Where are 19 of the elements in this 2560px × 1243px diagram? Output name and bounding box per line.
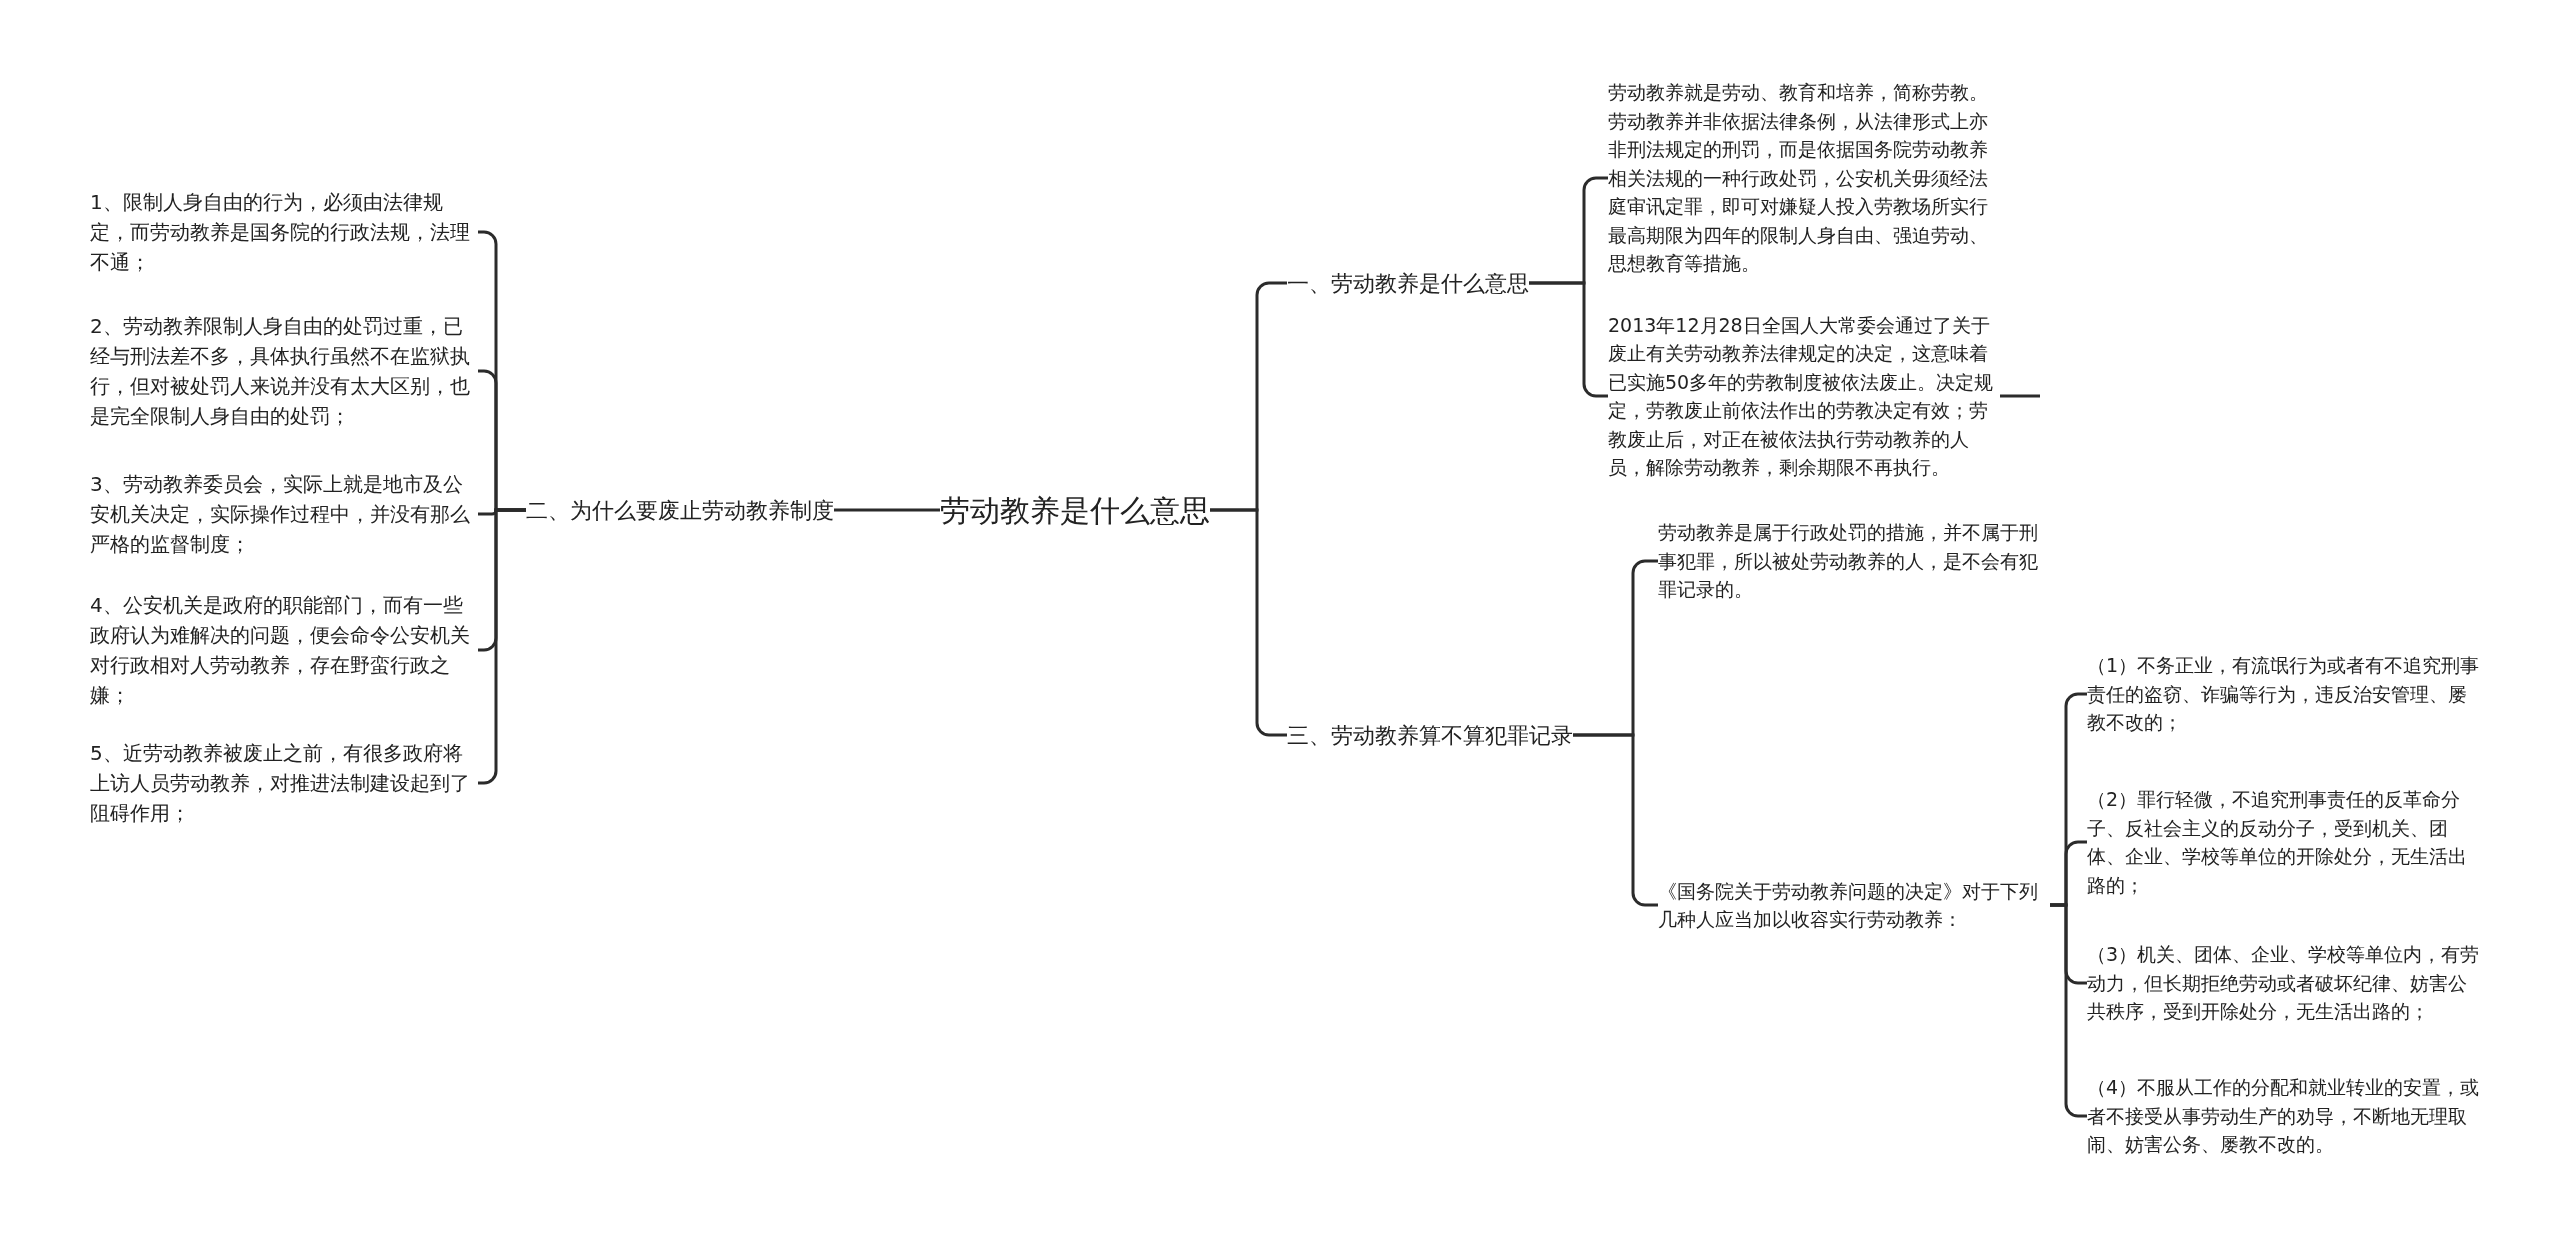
topic-text: 4、公安机关是政府的职能部门，而有一些政府认为难解决的问题，便会命令公安机关对行政相对人劳动教养，存在野蛮行政之嫌； [90, 590, 478, 710]
connector-line [834, 508, 940, 512]
topic-text: 劳动教养是属于行政处罚的措施，并不属于刑事犯罪，所以被处劳动教养的人，是不会有犯罪记录的。 [1658, 518, 2050, 604]
branch-topic: 二、为什么要废止劳动教养制度 [526, 493, 834, 527]
topic-text: （4）不服从工作的分配和就业转业的安置，或者不接受从事劳动生产的劝导，不断地无理取闹、妨害公务、屡教不改的。 [2087, 1073, 2483, 1159]
branch-topic: 一、劳动教养是什么意思 [1287, 266, 1529, 300]
topic-text: 劳动教养就是劳动、教育和培养，简称劳教。劳动教养并非依据法律条例，从法律形式上亦非刑法规定的刑罚，而是依据国务院劳动教养相关法规的一种行政处罚，公安机关毋须经法庭审讯定罪，即可对嫌疑人投入劳教场所实行最高期限为四年的限制人身自由、强迫劳动、思想教育等措施。 [1608, 78, 2000, 278]
topic-text: 2、劳动教养限制人身自由的处罚过重，已经与刑法差不多，具体执行虽然不在监狱执行，但对被处罚人来说并没有太大区别，也是完全限制人身自由的处罚； [90, 311, 478, 431]
topic-text: 《国务院关于劳动教养问题的决定》对于下列几种人应当加以收容实行劳动教养： [1658, 876, 2050, 934]
topic-text: 1、限制人身自由的行为，必须由法律规定，而劳动教养是国务院的行政法规，法理不通； [90, 187, 478, 277]
topic-text: 3、劳动教养委员会，实际上就是地市及公安机关决定，实际操作过程中，并没有那么严格的监督制度； [90, 469, 478, 559]
stub-line [2000, 394, 2040, 398]
topic-text: （3）机关、团体、企业、学校等单位内，有劳动力，但长期拒绝劳动或者破坏纪律、妨害公共秩序，受到开除处分，无生活出路的； [2087, 940, 2483, 1026]
central-topic: 劳动教养是什么意思 [940, 487, 1210, 533]
topic-text: （2）罪行轻微，不追究刑事责任的反革命分子、反社会主义的反动分子，受到机关、团体、企业、学校等单位的开除处分，无生活出路的； [2087, 785, 2483, 899]
topic-text: 2013年12月28日全国人大常委会通过了关于废止有关劳动教养法律规定的决定，这意味着已实施50多年的劳教制度被依法废止。决定规定，劳教废止前依法作出的劳教决定有效；劳教废止后，对正在被依法执行劳动教养的人员，解除劳动教养，剩余期限不再执行。 [1608, 310, 2000, 482]
topic-text: 5、近劳动教养被废止之前，有很多政府将上访人员劳动教养，对推进法制建设起到了阻碍作用； [90, 738, 478, 828]
branch-topic: 三、劳动教养算不算犯罪记录 [1287, 718, 1573, 752]
topic-text: （1）不务正业，有流氓行为或者有不追究刑事责任的盗窃、诈骗等行为，违反治安管理、屡教不改的； [2087, 651, 2483, 737]
